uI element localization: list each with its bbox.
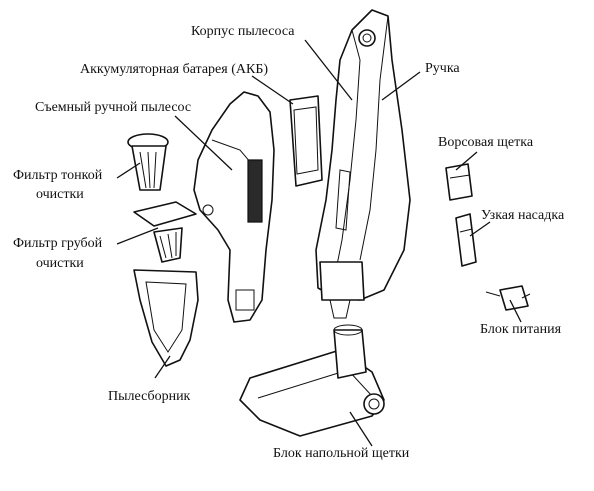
fine-filter-illustration [127,133,169,191]
label-battery: Аккумуляторная батарея (АКБ) [80,62,269,77]
label-fine-filter-line2: очистки [36,187,84,202]
crevice-tool-illustration [455,213,477,267]
power-unit-illustration [485,285,531,311]
bristle-brush-illustration [445,163,473,201]
label-vacuum-body: Корпус пылесоса [191,24,295,39]
label-power-unit: Блок питания [480,322,562,337]
coarse-filter-illustration [133,201,197,263]
label-bristle-brush: Ворсовая щетка [438,135,534,150]
leader-lines [116,39,522,447]
label-coarse-filter-line1: Фильтр грубой [13,236,103,251]
label-fine-filter-line1: Фильтр тонкой [13,168,103,183]
floor-brush-illustration [239,324,385,437]
label-coarse-filter-line2: очистки [36,256,84,271]
label-floor-brush: Блок напольной щетки [273,446,410,461]
vacuum-body-illustration [315,9,411,319]
label-handle: Ручка [425,61,460,76]
label-handheld-vacuum: Съемный ручной пылесос [35,100,192,115]
battery-illustration [289,95,323,187]
dust-bin-illustration [133,269,199,367]
label-dust-bin: Пылесборник [108,389,191,404]
label-crevice-tool: Узкая насадка [481,208,565,223]
handheld-vacuum-illustration [193,91,275,323]
